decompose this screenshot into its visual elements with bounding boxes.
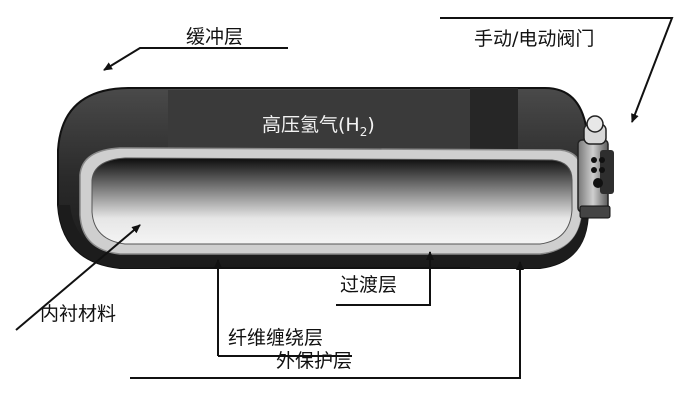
transition-layer-label: 过渡层	[340, 274, 397, 296]
buffer-layer-leader	[104, 48, 288, 70]
gas-label-close: )	[367, 114, 374, 136]
valve-assembly	[578, 116, 614, 218]
liner-label: 内衬材料	[40, 303, 116, 325]
inner-liner-cutaway	[92, 158, 572, 244]
outer-layer-label: 外保护层	[276, 350, 352, 372]
fiber-layer-label: 纤维缠绕层	[228, 327, 323, 349]
valve-label: 手动/电动阀门	[474, 28, 594, 50]
gas-label: 高压氢气(H2)	[262, 110, 375, 139]
tank-right-cap-band	[470, 88, 518, 152]
buffer-layer-label: 缓冲层	[186, 26, 243, 48]
gas-label-text: 高压氢气(H	[262, 114, 360, 136]
